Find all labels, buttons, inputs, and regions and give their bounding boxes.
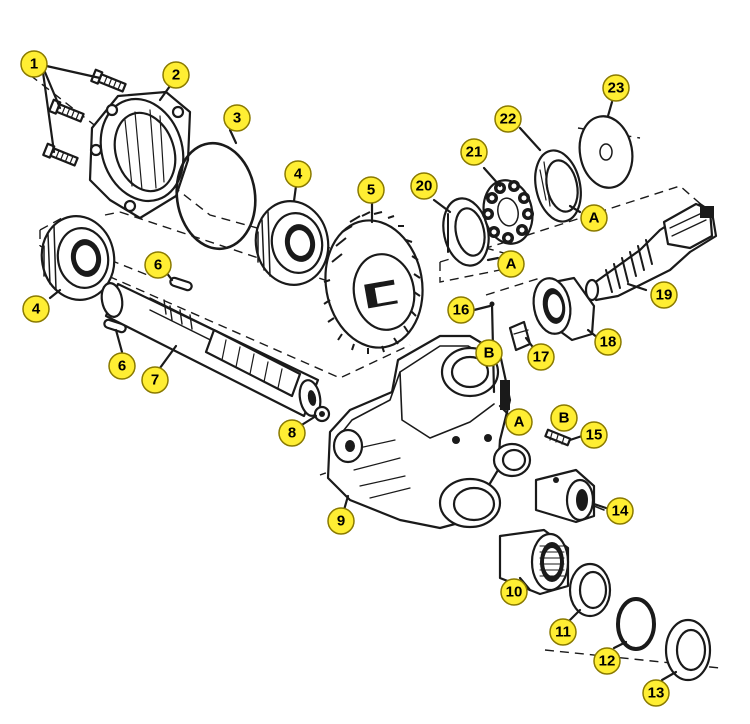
part-4-bearing-upper [254, 200, 330, 286]
callout-19: 19 [650, 281, 678, 309]
callout-3: 3 [223, 104, 251, 132]
callout-B-upper: B [475, 339, 503, 367]
part-23-shim [578, 100, 634, 189]
callout-9-label: 9 [337, 513, 345, 530]
callout-22: 22 [494, 105, 522, 133]
callout-21: 21 [460, 138, 488, 166]
callout-5: 5 [357, 176, 385, 204]
callout-10: 10 [500, 578, 528, 606]
callout-18-label: 18 [600, 334, 617, 351]
callout-12: 12 [593, 647, 621, 675]
callout-4-lower: 4 [22, 295, 50, 323]
part-19-worm-shaft [584, 202, 718, 302]
callout-2: 2 [162, 61, 190, 89]
callout-B-lower: B [550, 404, 578, 432]
callout-11-label: 11 [555, 624, 571, 641]
callout-A-middle: A [497, 250, 525, 278]
callout-3-label: 3 [233, 110, 241, 127]
callout-1: 1 [20, 50, 48, 78]
part-17-dowel [508, 320, 532, 352]
part-14-bushing [534, 468, 605, 524]
part-10-sleeve [498, 528, 570, 596]
callout-A-upper-label: A [589, 210, 600, 227]
callout-8-label: 8 [288, 425, 296, 442]
callout-6-upper: 6 [144, 251, 172, 279]
callout-9: 9 [327, 507, 355, 535]
part-11-washer [568, 562, 612, 618]
part-9-housing [326, 334, 532, 530]
callout-19-label: 19 [656, 287, 673, 304]
callout-15-label: 15 [586, 427, 603, 444]
callout-22-label: 22 [500, 111, 517, 128]
callout-4-upper: 4 [284, 160, 312, 188]
callout-17: 17 [527, 343, 555, 371]
callout-14: 14 [606, 497, 634, 525]
callout-10-label: 10 [506, 584, 523, 601]
callout-8: 8 [278, 419, 306, 447]
callout-15: 15 [580, 421, 608, 449]
callout-21-label: 21 [466, 144, 483, 161]
part-5-helical-gear [323, 211, 424, 354]
callout-20-label: 20 [416, 178, 433, 195]
callout-4-lower-label: 4 [32, 301, 41, 318]
callout-4-upper-label: 4 [294, 166, 303, 183]
callout-A-lower-label: A [514, 414, 525, 431]
part-18-bearing [532, 276, 596, 342]
callout-7: 7 [141, 366, 169, 394]
callout-16: 16 [447, 296, 475, 324]
part-4-bearing-lower [40, 215, 116, 301]
part-3-o-ring [175, 128, 257, 251]
callout-23-label: 23 [608, 80, 625, 97]
callout-6-lower: 6 [108, 352, 136, 380]
callout-A-lower: A [505, 408, 533, 436]
callout-11: 11 [549, 618, 577, 646]
callout-6-lower-label: 6 [118, 358, 126, 375]
callout-B-lower-label: B [559, 410, 570, 427]
callout-18: 18 [594, 328, 622, 356]
callout-20: 20 [410, 172, 438, 200]
part-6-key-upper [169, 276, 193, 292]
callout-5-label: 5 [367, 182, 375, 199]
part-7-shaft [100, 282, 322, 418]
callout-17-label: 17 [533, 349, 550, 366]
callout-16-label: 16 [453, 302, 470, 319]
part-22-bearing-cup [518, 126, 582, 223]
callout-7-label: 7 [151, 372, 159, 389]
part-1-bolts [40, 63, 127, 167]
callout-12-label: 12 [599, 653, 616, 670]
callout-14-label: 14 [612, 503, 629, 520]
part-20-bearing-cup [442, 197, 490, 267]
part-2-end-cover [88, 90, 192, 220]
callout-6-upper-label: 6 [154, 257, 162, 274]
callout-A-upper: A [580, 204, 608, 232]
part-21-roller-bearing [482, 166, 534, 245]
part-8-nut [313, 405, 331, 423]
callout-1-label: 1 [30, 56, 38, 73]
callout-23: 23 [602, 74, 630, 102]
part-12-snap-ring [616, 597, 656, 651]
callout-13-label: 13 [648, 685, 665, 702]
callout-2-label: 2 [172, 67, 180, 84]
part-15-set-screw [544, 428, 572, 447]
callout-B-upper-label: B [484, 345, 495, 362]
part-13-thrust-washer [664, 618, 712, 682]
callout-13: 13 [642, 679, 670, 707]
callout-A-middle-label: A [506, 256, 517, 273]
